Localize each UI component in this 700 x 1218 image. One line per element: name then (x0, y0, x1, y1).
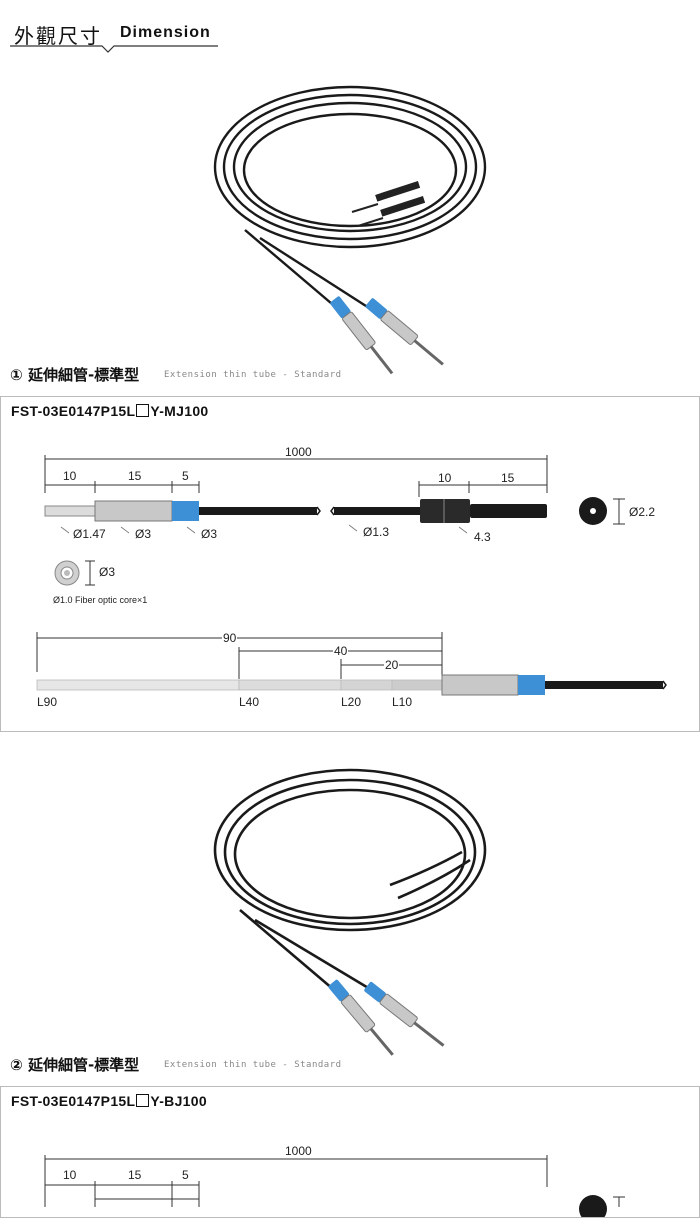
section-1-subtitle: Extension thin tube - Standard (164, 370, 342, 380)
dim-seg3: 5 (182, 469, 189, 483)
s2-dim-total-length: 1000 (285, 1144, 312, 1158)
model-placeholder-box (136, 404, 150, 417)
section-2-title: ② 延伸細管-標準型 (10, 1054, 139, 1075)
s2-dim-seg2: 15 (128, 1168, 142, 1182)
header-title-cn: 外觀尺寸 (14, 24, 102, 48)
label-l20: L20 (341, 695, 362, 709)
fiber-core-note: Ø1.0 Fiber optic core×1 (53, 595, 148, 605)
dim-cross-diameter: Ø3 (99, 565, 116, 579)
section-2-dimension-drawing (44, 1155, 625, 1217)
section-1-dimension-drawing (36, 455, 667, 696)
section-1-title: ① 延伸細管-標準型 (10, 364, 139, 385)
model-placeholder-box-2 (136, 1094, 150, 1107)
section-2-model-suffix: Y-BJ100 (150, 1093, 207, 1109)
section-2-subtitle: Extension thin tube - Standard (164, 1060, 342, 1070)
label-l40: L40 (239, 695, 260, 709)
label-l90: L90 (37, 695, 58, 709)
dim-total-length: 1000 (285, 445, 312, 459)
dim-cable-diameter: Ø1.3 (363, 525, 390, 539)
label-l10: L10 (392, 695, 413, 709)
dim-right1: 10 (438, 471, 452, 485)
fiber-coil-illustration-2 (213, 768, 487, 1056)
dim-connector-size: 4.3 (474, 530, 491, 544)
dim-ring-diameter: Ø3 (201, 527, 218, 541)
section-1-model: FST-03E0147P15L Y-MJ100 (11, 403, 209, 419)
dim-seg1: 10 (63, 469, 77, 483)
section-1-model-suffix: Y-MJ100 (150, 403, 209, 419)
section-1-drawing-box: FST-03E0147P15L Y-MJ100 (0, 396, 700, 732)
s2-dim-seg1: 10 (63, 1168, 77, 1182)
fiber-coil-illustration-1 (213, 85, 487, 375)
length-40: 40 (333, 644, 349, 658)
section-1-title-text: 延伸細管-標準型 (27, 366, 140, 384)
dim-end-diameter: Ø2.2 (629, 505, 656, 519)
section-2-title-text: 延伸細管-標準型 (27, 1056, 140, 1074)
length-20: 20 (384, 658, 400, 672)
dim-body-diameter: Ø3 (135, 527, 152, 541)
section-2-number: ② (10, 1056, 23, 1074)
header-underline (10, 45, 218, 53)
section-1-model-prefix: FST-03E0147P15L (11, 403, 136, 419)
dim-tip-diameter: Ø1.47 (73, 527, 106, 541)
dim-seg2: 15 (128, 469, 142, 483)
header-title-en: Dimension (120, 24, 211, 41)
s2-dim-seg3: 5 (182, 1168, 189, 1182)
length-90: 90 (222, 631, 238, 645)
section-1-number: ① (10, 366, 23, 384)
section-2-model: FST-03E0147P15L Y-BJ100 (11, 1093, 207, 1109)
section-2-drawing-box: FST-03E0147P15L Y-BJ100 1000 10 15 5 (0, 1086, 700, 1218)
dim-right2: 15 (501, 471, 515, 485)
section-2-model-prefix: FST-03E0147P15L (11, 1093, 136, 1109)
